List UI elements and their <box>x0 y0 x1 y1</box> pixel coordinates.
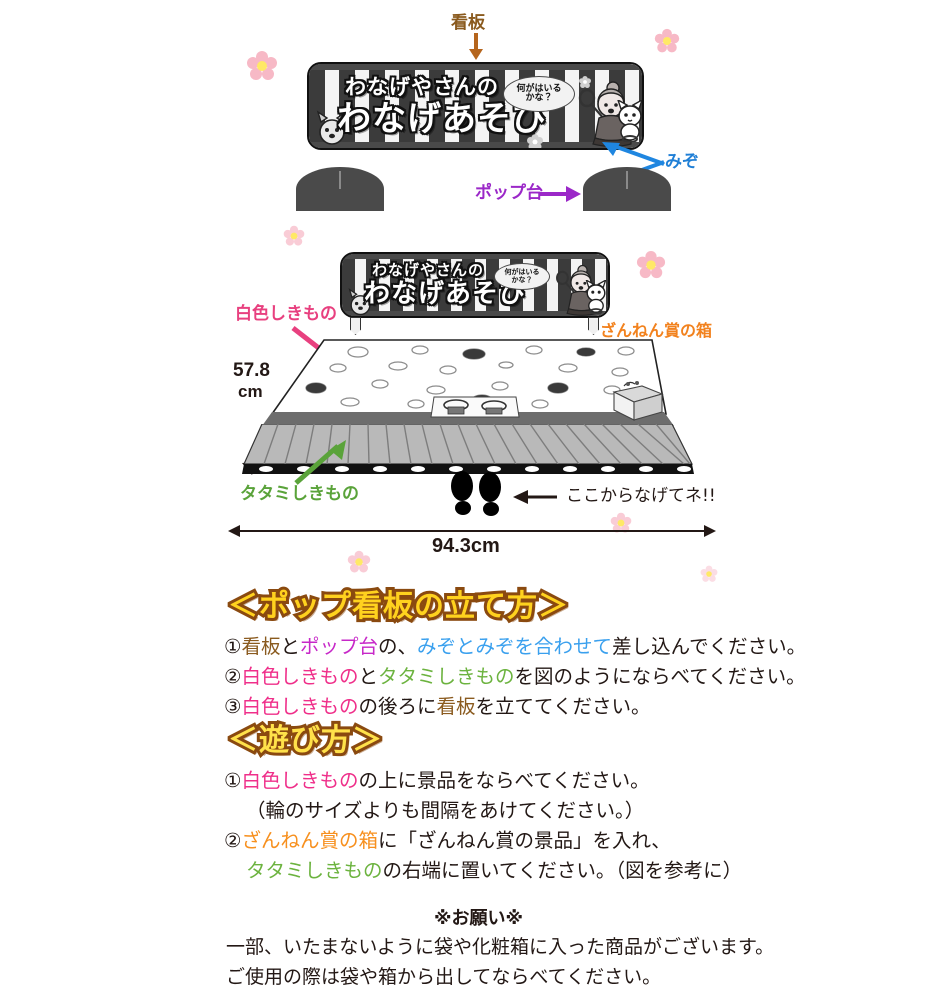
banner-text-block: わなげやさんの わなげあそび <box>309 64 642 148</box>
setup-step-3: ③白色しきものの後ろに看板を立ててください。 <box>224 692 650 722</box>
banner-text-block: わなげやさんの わなげあそび <box>342 254 608 316</box>
flower-icon <box>636 250 666 280</box>
step-part: （輪のサイズよりも間隔をあけてください。） <box>246 799 645 822</box>
step-part: の、 <box>378 635 418 658</box>
depth-dimension-value: 57.8 <box>233 360 270 381</box>
heading-setup: ＜ポップ看板の立て方＞ <box>225 589 571 625</box>
label-mizo: みぞ <box>665 152 699 172</box>
speech-line2: かな？ <box>511 275 533 284</box>
step-part: 看板 <box>436 695 476 718</box>
flower-icon <box>700 565 718 583</box>
pop-stand-left <box>296 167 384 211</box>
label-poppudai: ポップ台 <box>475 183 543 203</box>
play-step-2-note: タタミしきものの右端に置いてください。（図を参考に） <box>246 856 742 886</box>
banner-line1: わなげやさんの <box>371 261 485 279</box>
step-number: ① <box>224 635 242 658</box>
banner-bottom-bar <box>342 311 608 316</box>
banner-line1: わなげやさんの <box>344 74 500 99</box>
groove-slot-left <box>339 171 341 189</box>
setup-step-2: ②白色しきものとタタミしきものを図のようにならべてください。 <box>224 662 806 692</box>
arrow-right-icon <box>540 186 581 202</box>
label-kanban-top: 看板 <box>451 13 485 33</box>
depth-dimension-unit: cm <box>238 382 263 401</box>
banner-top-bar <box>342 254 608 259</box>
banner-sparkle-icon <box>527 134 543 148</box>
flower-icon <box>283 225 305 247</box>
arrow-down-icon <box>469 33 483 60</box>
step-number: ② <box>224 665 242 688</box>
step-number: ③ <box>224 695 242 718</box>
white-mat <box>270 339 667 415</box>
flower-icon <box>246 50 278 82</box>
tatami-mat <box>242 424 694 474</box>
speech-bubble: 何がはいる かな？ <box>503 76 575 112</box>
step-part: の上に景品をならべてください。 <box>358 769 650 792</box>
banner-top-bar <box>309 64 642 70</box>
step-part: と <box>358 665 379 688</box>
step-part: 差し込んでください。 <box>612 635 807 658</box>
footer-line-1: 一部、いたまないように袋や化粧箱に入った商品がございます。 <box>226 936 775 958</box>
banner-leg-left <box>350 317 361 335</box>
footer-title: ※お願い※ <box>434 908 523 929</box>
label-white-mat: 白色しきもの <box>235 304 337 324</box>
step-part: ポップ台 <box>300 635 379 658</box>
arrow-to-banner-groove-icon <box>602 142 665 166</box>
step-part: タタミしきもの <box>378 665 515 688</box>
play-step-1-note: （輪のサイズよりも間隔をあけてください。） <box>246 796 644 826</box>
play-step-2: ②ざんねん賞の箱に「ざんねん賞の景品」を入れ、 <box>224 826 671 856</box>
step-part: の後ろに <box>358 695 437 718</box>
mat-shadow-band <box>262 412 674 426</box>
flower-icon <box>347 550 371 574</box>
step-part: を図のようにならべてください。 <box>514 665 806 688</box>
width-dimension-arrow <box>228 525 716 537</box>
zannen-prize-box <box>612 381 664 421</box>
cat-mascot-icon <box>585 280 607 314</box>
label-tatami-mat: タタミしきもの <box>240 484 359 504</box>
arrow-to-tatami-icon <box>294 440 346 485</box>
step-part: 白色しきもの <box>241 665 359 688</box>
footprints-icon <box>451 471 501 516</box>
step-part: を立ててください。 <box>475 695 651 718</box>
step-part: に「ざんねん賞の景品」を入れ、 <box>378 829 671 852</box>
heading-play: ＜遊び方＞ <box>225 723 385 759</box>
dog-mascot-icon <box>348 288 373 316</box>
label-zannen-box: ざんねん賞の箱 <box>600 321 713 340</box>
cat-mascot-icon <box>617 100 642 142</box>
flower-icon <box>654 28 680 54</box>
width-dimension-value: 94.3cm <box>432 535 500 557</box>
banner-top: わなげやさんの わなげあそび 何がはいる かな？ <box>307 62 644 150</box>
pop-stand-right <box>583 167 671 211</box>
step-part: と <box>280 635 301 658</box>
groove-slot-right <box>626 171 628 189</box>
step-part: タタミしきもの <box>246 859 383 882</box>
speech-line1: 何がはいる <box>504 268 540 277</box>
step-number: ② <box>224 829 242 852</box>
banner-leg-right <box>588 317 599 335</box>
banner-sparkle-icon <box>357 80 371 94</box>
step-part: 白色しきもの <box>241 695 359 718</box>
banner-sparkle-icon <box>579 76 591 88</box>
step-part: の右端に置いてください。（図を参考に） <box>382 859 743 882</box>
arrow-left-icon <box>513 490 557 504</box>
footer-line-2: ご使用の際は袋や箱から出してならべてください。 <box>226 966 662 988</box>
play-step-1: ①白色しきものの上に景品をならべてください。 <box>224 766 650 796</box>
step-part: みぞとみぞを合わせて <box>417 635 613 658</box>
banner-bottom-bar <box>309 142 642 148</box>
step-part: 看板 <box>241 635 281 658</box>
dog-mascot-icon <box>316 110 348 145</box>
speech-line2: かな？ <box>525 93 553 103</box>
step-part: 白色しきもの <box>241 769 359 792</box>
speech-bubble: 何がはいる かな？ <box>494 263 550 290</box>
speech-line1: 何がはいる <box>516 83 562 94</box>
label-throw-here: ここからなげてネ!! <box>566 486 716 506</box>
ring-sample-card <box>430 396 520 418</box>
step-part: ざんねん賞の箱 <box>241 829 378 852</box>
banner-assembled: わなげやさんの わなげあそび 何がはいる かな？ <box>340 252 610 318</box>
step-number: ① <box>224 769 242 792</box>
setup-step-1: ①看板とポップ台の、みぞとみぞを合わせて差し込んでください。 <box>224 632 806 662</box>
banner-stripes <box>342 254 608 316</box>
